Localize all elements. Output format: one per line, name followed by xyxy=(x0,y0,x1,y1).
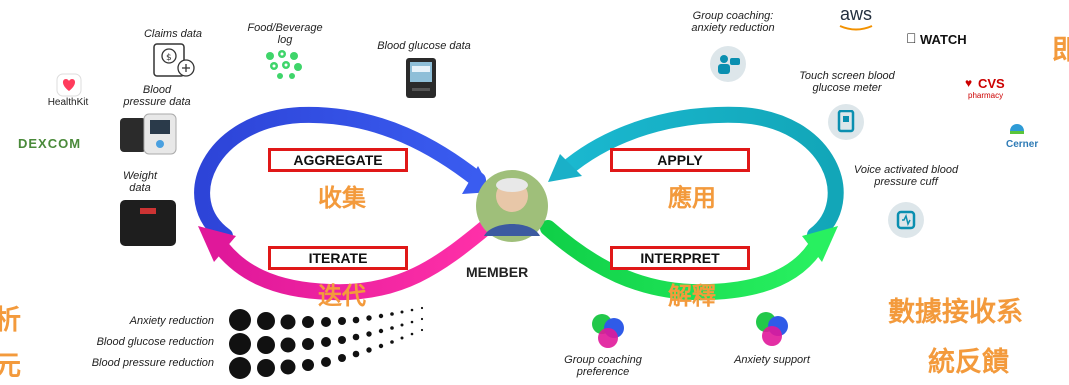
outcome-anxiety: Anxiety reduction xyxy=(129,315,214,327)
touch-screen-label: Touch screen blood glucose meter xyxy=(799,70,895,94)
anxiety-support-icon xyxy=(756,312,788,346)
right-cn-line2: 統反饋 xyxy=(928,347,1009,378)
cvs-sub-label: pharmacy xyxy=(968,91,1004,100)
glucose-data-label: Blood glucose data xyxy=(377,40,471,52)
cvs-logo: CVS xyxy=(978,76,1005,91)
group-coaching-icon xyxy=(710,46,746,82)
healthkit-icon xyxy=(56,73,82,97)
apply-arrow xyxy=(557,106,844,243)
outcome-dot-rows xyxy=(229,306,424,379)
apply-box: APPLY xyxy=(610,148,750,172)
interpret-box: INTERPRET xyxy=(610,246,750,270)
group-coaching-label: Group coaching: anxiety reduction xyxy=(691,10,775,34)
voice-cuff-label: Voice activated blood pressure cuff xyxy=(853,164,959,188)
aggregate-box: AGGREGATE xyxy=(268,148,408,172)
bp-monitor-icon xyxy=(120,113,177,155)
group-pref-icon xyxy=(592,314,624,348)
iterate-cn-label: 迭代 xyxy=(318,282,366,310)
weight-data-label: Weight data xyxy=(122,170,158,194)
svg-text:$: $ xyxy=(166,53,172,63)
member-label: MEMBER xyxy=(466,264,529,280)
outcome-bp: Blood pressure reduction xyxy=(91,357,214,369)
iterate-arrow xyxy=(214,220,493,301)
apple-watch-logo: WATCH xyxy=(920,32,967,47)
apply-arrowhead xyxy=(548,154,582,182)
glucose-meter-glyph-icon xyxy=(837,110,855,133)
claims-data-label: Claims data xyxy=(143,28,203,40)
food-log-label: Food/Beverage log xyxy=(247,22,323,46)
anxiety-support-label: Anxiety support xyxy=(734,354,810,366)
aws-smile-icon xyxy=(839,25,873,31)
interpret-arrowhead xyxy=(802,226,838,262)
aws-logo: aws xyxy=(840,4,873,24)
glucose-device-icon xyxy=(406,58,436,98)
healthkit-label: HealthKit xyxy=(47,97,89,108)
aggregate-cn-label: 收集 xyxy=(318,184,366,212)
claims-scroll-icon: $ xyxy=(153,43,195,77)
left-cn-bottom: 元 xyxy=(0,351,21,382)
food-log-icon xyxy=(266,50,302,79)
left-cn-top: 析 xyxy=(0,305,21,336)
iterate-label: ITERATE xyxy=(308,250,368,266)
right-cn-corner: 即 xyxy=(1052,35,1069,66)
apple-logo-icon:  xyxy=(906,30,917,46)
group-pref-label: Group coaching preference xyxy=(564,354,642,378)
cuff-glyph-icon xyxy=(896,210,916,230)
dexcom-logo: DEXCOM xyxy=(18,136,82,151)
apply-label: APPLY xyxy=(657,152,703,168)
interpret-cn-label: 解釋 xyxy=(668,282,716,310)
outcome-glucose: Blood glucose reduction xyxy=(96,336,214,348)
iterate-arrowhead xyxy=(198,226,236,262)
apply-cn-label: 應用 xyxy=(668,184,716,212)
interpret-label: INTERPRET xyxy=(640,250,720,266)
voice-cuff-icon xyxy=(888,202,924,238)
right-cn-line1: 數據接收系 xyxy=(888,297,1023,328)
interpret-arrow xyxy=(540,220,823,301)
scale-icon xyxy=(120,200,176,246)
bp-data-label: Blood pressure data xyxy=(123,84,191,108)
iterate-box: ITERATE xyxy=(268,246,408,270)
coaching-person-icon xyxy=(718,55,740,74)
cvs-heart-icon: ♥ xyxy=(965,76,973,90)
aggregate-label: AGGREGATE xyxy=(293,152,383,168)
cerner-icon xyxy=(1010,124,1024,134)
cerner-logo: Cerner xyxy=(1006,139,1039,150)
aggregate-arrow xyxy=(194,106,486,244)
